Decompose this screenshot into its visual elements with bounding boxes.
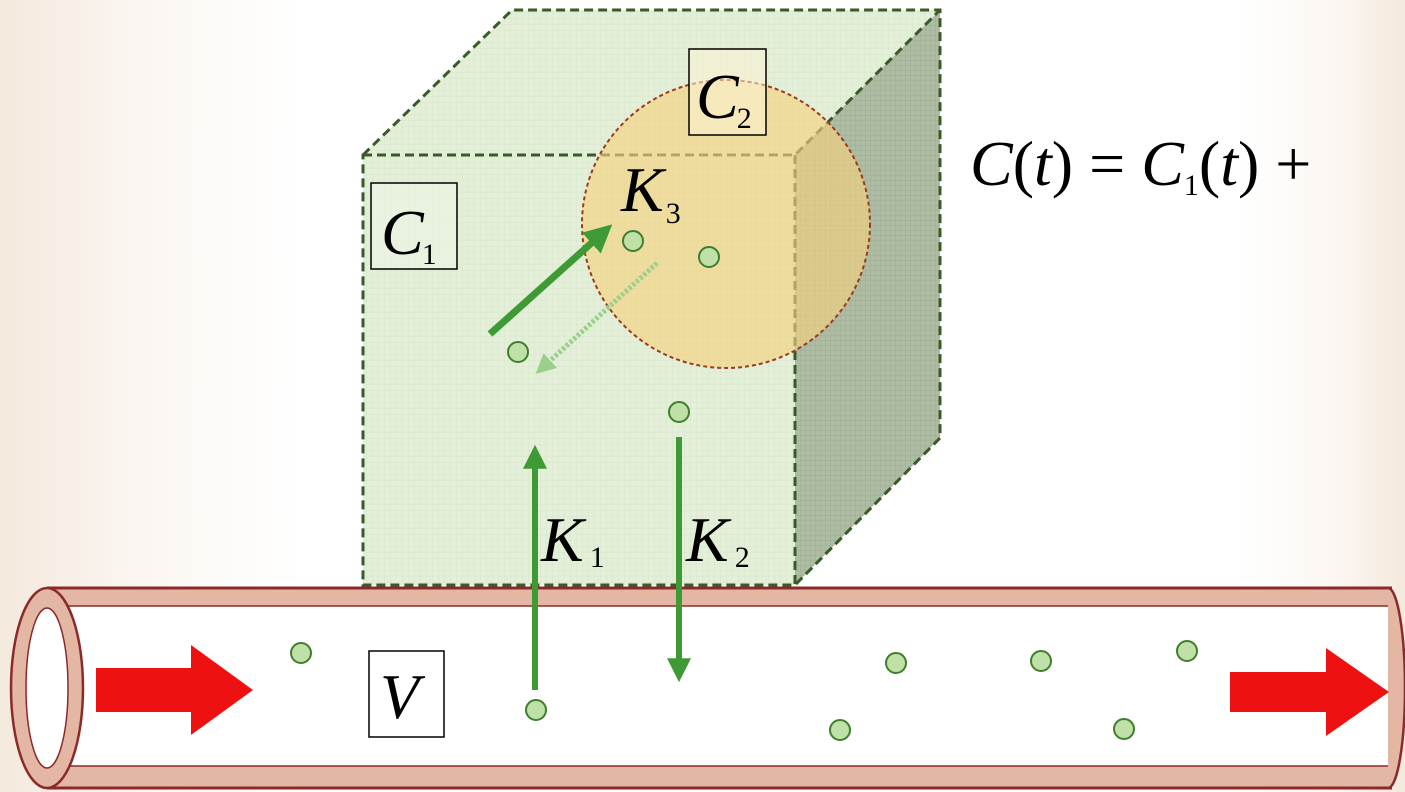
particle-icon bbox=[526, 700, 546, 720]
particle-icon bbox=[1177, 641, 1197, 661]
particle-icon bbox=[669, 402, 689, 422]
vessel-lumen bbox=[47, 606, 1392, 766]
particle-icon bbox=[1031, 651, 1051, 671]
equation: C(t) = C1(t) + bbox=[970, 128, 1311, 202]
particle-icon bbox=[1114, 719, 1134, 739]
vessel-right-end bbox=[1388, 588, 1405, 788]
particle-icon bbox=[291, 643, 311, 663]
particle-icon bbox=[699, 247, 719, 267]
particle-icon bbox=[830, 720, 850, 740]
particle-icon bbox=[886, 653, 906, 673]
particle-icon bbox=[623, 231, 643, 251]
particle-icon bbox=[508, 342, 528, 362]
